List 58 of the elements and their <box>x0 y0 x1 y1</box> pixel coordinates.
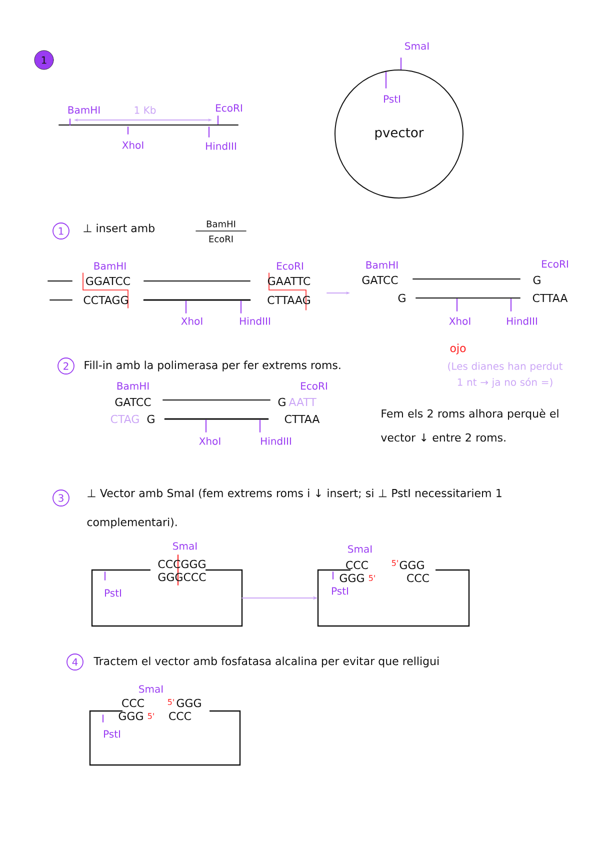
sequence-text: AATT <box>288 398 316 406</box>
sequence-text: G <box>398 294 406 302</box>
enzyme-label: BamHI <box>117 382 149 390</box>
sequence-text: GGG <box>340 574 364 582</box>
strand-end-label: 5' <box>368 575 375 581</box>
side-note: (Les dianes han perdut 1 nt → ja no són =) <box>448 362 562 388</box>
sequence-text: CTTAA <box>532 294 568 302</box>
step-number: 1 <box>34 50 54 70</box>
enzyme-label: BamHI <box>68 106 100 114</box>
dimension-label: 1 Kb <box>134 106 156 114</box>
sequence-text: G <box>278 398 286 406</box>
sequence-text: G <box>147 414 154 424</box>
enzyme-label: BamHI <box>366 261 398 269</box>
sequence-text: GATCC <box>115 398 151 406</box>
enzyme-label: EcoRI <box>209 236 233 242</box>
enzyme-label: XhoI <box>122 141 144 149</box>
step-number: 2 <box>58 358 74 374</box>
sequence-text: CCC <box>346 560 368 570</box>
enzyme-label: HindIII <box>240 317 270 325</box>
enzyme-label: PstI <box>104 730 120 738</box>
step-text: Tractem el vector amb fosfatasa alcalina per evitar que relligui <box>94 656 439 668</box>
enzyme-label: SmaI <box>139 685 163 693</box>
sequence-text: G <box>533 276 540 284</box>
warning-note: ojo <box>450 344 466 354</box>
enzyme-label: EcoRI <box>216 104 242 112</box>
enzyme-label: EcoRI <box>277 262 303 270</box>
enzyme-label: XhoI <box>181 317 202 325</box>
note-text: Fem els 2 roms alhora perquè el vector ↓ entre 2 roms. <box>381 408 558 442</box>
step-text: Fill-in amb la polimerasa per fer extrems roms. <box>84 360 340 372</box>
sequence-text: GGG <box>118 712 143 720</box>
sequence-text: GGATCC <box>86 276 130 286</box>
enzyme-label: BamHI <box>94 262 126 270</box>
enzyme-label: HindIII <box>261 437 291 445</box>
enzyme-label: HindIII <box>206 142 236 150</box>
step-text: ⊥ insert amb <box>84 224 154 232</box>
step-number: 4 <box>66 654 84 670</box>
enzyme-label: EcoRI <box>301 382 327 390</box>
enzyme-label: SmaI <box>405 42 429 50</box>
sequence-text: CCC <box>169 712 191 720</box>
enzyme-label: SmaI <box>173 542 197 550</box>
enzyme-label: XhoI <box>199 437 220 445</box>
sequence-text: CCC <box>407 574 429 582</box>
enzyme-label: PstI <box>105 589 121 597</box>
enzyme-label: XhoI <box>449 317 470 325</box>
sequence-text: CTTAA <box>284 414 320 424</box>
enzyme-label: PstI <box>384 95 400 103</box>
sequence-text: GGG <box>400 560 424 570</box>
enzyme-label: HindIII <box>507 317 537 325</box>
enzyme-label: BamHI <box>206 220 236 228</box>
step-text: ⊥ Vector amb SmaI (fem extrems roms i ↓ insert; si ⊥ PstI necessitariem 1 complementari). <box>87 488 502 528</box>
enzyme-label: EcoRI <box>542 260 568 268</box>
sequence-text: CTAG <box>110 414 139 424</box>
enzyme-label: SmaI <box>348 545 372 553</box>
sequence-text: GATCC <box>362 276 398 284</box>
step-number: 1 <box>52 222 70 240</box>
enzyme-label: PstI <box>332 587 348 595</box>
strand-end-label: 5' <box>148 713 154 719</box>
step-number: 3 <box>52 490 70 506</box>
